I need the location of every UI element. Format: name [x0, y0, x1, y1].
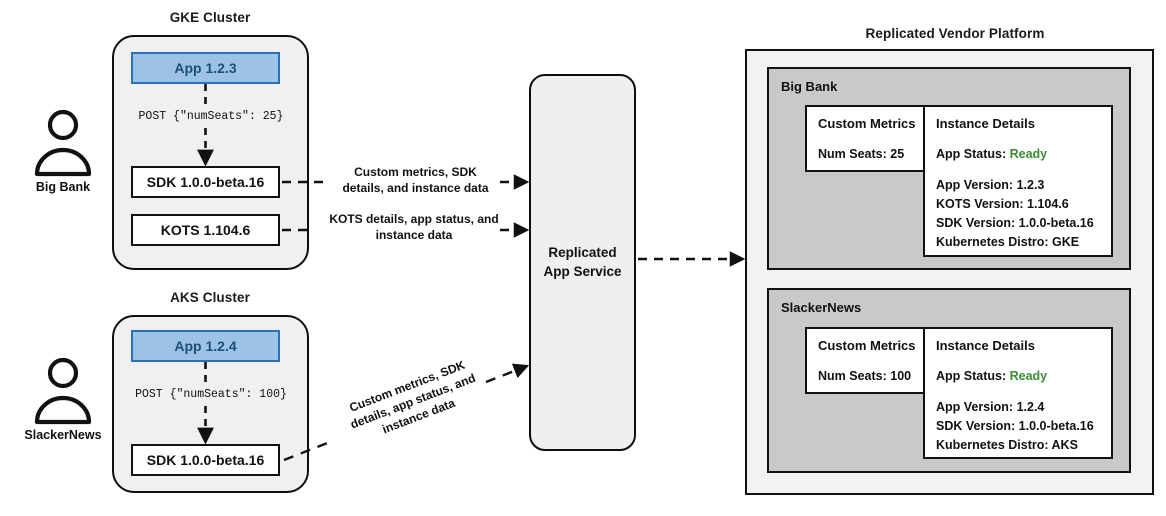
custom-metrics-heading: Custom Metrics: [818, 116, 916, 131]
detail-row: App Version: 1.2.4: [936, 400, 1045, 414]
actor-label-big-bank: Big Bank: [35, 180, 91, 194]
customer-name-big-bank: Big Bank: [781, 79, 838, 94]
gke-kots-box[interactable]: KOTS 1.104.6: [131, 214, 280, 246]
detail-row: KOTS Version: 1.104.6: [936, 197, 1069, 211]
detail-row: SDK Version: 1.0.0-beta.16: [936, 419, 1094, 433]
service-title-line2: App Service: [543, 263, 622, 279]
aks-app-box[interactable]: App 1.2.4: [131, 330, 280, 362]
custom-metrics-panel-big-bank: Custom Metrics Num Seats: 25: [805, 105, 940, 172]
app-status-label: App Status:: [936, 147, 1010, 161]
edge-label-kots-to-service: KOTS details, app status, and instance d…: [329, 212, 499, 242]
instance-details-panel-big-bank: Instance Details App Status: Ready App V…: [923, 105, 1113, 257]
app-status-badge: Ready: [1009, 369, 1048, 383]
aks-sdk-box[interactable]: SDK 1.0.0-beta.16: [131, 444, 280, 476]
num-seats-value: Num Seats: 25: [818, 147, 905, 161]
gke-post-payload: POST {"numSeats": 25}: [138, 109, 284, 123]
actor-slackernews: SlackerNews: [8, 356, 118, 442]
platform-title: Replicated Vendor Platform: [865, 25, 1045, 41]
aks-post-payload: POST {"numSeats": 100}: [135, 387, 287, 401]
actor-big-bank: Big Bank: [8, 108, 118, 194]
app-status-badge: Ready: [1009, 147, 1048, 161]
replicated-app-service-box[interactable]: Replicated App Service: [529, 74, 636, 451]
detail-row: Kubernetes Distro: AKS: [936, 438, 1078, 452]
edge-label-sdk-to-service: Custom metrics, SDK details, and instanc…: [342, 165, 489, 195]
person-icon: [34, 109, 92, 177]
instance-details-heading: Instance Details: [936, 338, 1035, 353]
custom-metrics-heading: Custom Metrics: [818, 338, 916, 353]
aks-cluster-title: AKS Cluster: [170, 289, 250, 305]
custom-metrics-panel-slackernews: Custom Metrics Num Seats: 100: [805, 327, 940, 394]
edge-label-aks-sdk-to-service: Custom metrics, SDK details, app status,…: [347, 357, 478, 437]
gke-app-box[interactable]: App 1.2.3: [131, 52, 280, 84]
gke-sdk-box[interactable]: SDK 1.0.0-beta.16: [131, 166, 280, 198]
instance-details-heading: Instance Details: [936, 116, 1035, 131]
app-status-label: App Status:: [936, 369, 1010, 383]
service-title-line1: Replicated: [548, 245, 617, 261]
detail-row: App Version: 1.2.3: [936, 178, 1045, 192]
app-status-row: App Status: Ready: [936, 367, 1047, 385]
detail-row: Kubernetes Distro: GKE: [936, 235, 1080, 249]
actor-label-slackernews: SlackerNews: [24, 428, 102, 442]
instance-details-panel-slackernews: Instance Details App Status: Ready App V…: [923, 327, 1113, 459]
num-seats-value: Num Seats: 100: [818, 369, 912, 383]
detail-row: SDK Version: 1.0.0-beta.16: [936, 216, 1094, 230]
gke-cluster-title: GKE Cluster: [169, 9, 251, 25]
person-icon: [34, 357, 92, 425]
customer-name-slackernews: SlackerNews: [781, 300, 862, 315]
app-status-row: App Status: Ready: [936, 145, 1047, 163]
